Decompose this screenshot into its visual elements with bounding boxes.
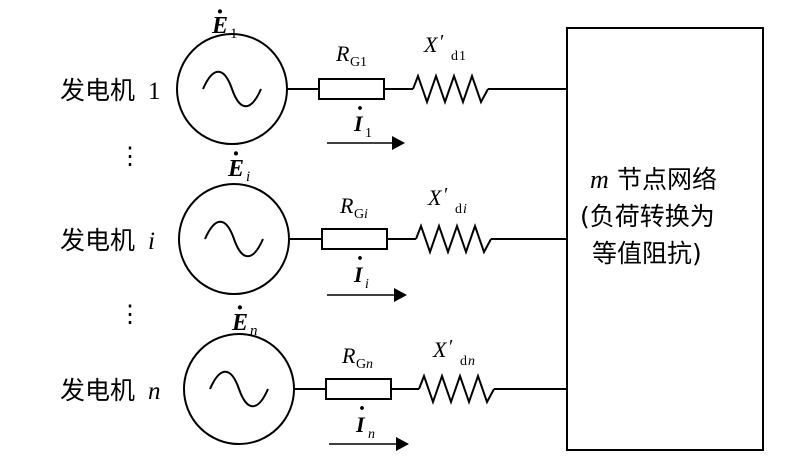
sine-wave-icon-n bbox=[209, 370, 269, 408]
generator-index-n: n bbox=[148, 378, 161, 405]
network-rect bbox=[566, 27, 764, 451]
generator-index-1: 1 bbox=[148, 78, 161, 105]
current-symbol-i: I bbox=[353, 262, 364, 287]
generator-row-n: · E n 发电机 n R G n X ′ d n · I n bbox=[60, 293, 567, 451]
resistor-sub-idx-n: n bbox=[366, 357, 373, 372]
generator-label-n: 发电机 bbox=[60, 376, 135, 405]
network-line2: (负荷转换为 bbox=[580, 202, 715, 231]
resistor-sub-main-n: G bbox=[356, 357, 366, 372]
reactance-symbol-n: X bbox=[432, 337, 448, 362]
reactance-zigzag-i bbox=[415, 222, 492, 256]
current-sub-n: n bbox=[368, 427, 375, 442]
resistor-sub-idx-i: i bbox=[364, 207, 368, 222]
sine-wave-icon-1 bbox=[202, 70, 262, 108]
generator-row-1: · E 1 发电机 1 R G 1 X ′ d 1 · I 1 bbox=[60, 0, 567, 150]
current-arrow-head-n bbox=[396, 437, 409, 451]
current-dot-i: · bbox=[356, 246, 364, 272]
resistor-i bbox=[321, 228, 388, 250]
reactance-prime-1: ′ bbox=[440, 31, 444, 53]
emf-symbol-1: E bbox=[211, 13, 228, 39]
generator-label-i: 发电机 bbox=[60, 226, 135, 255]
resistor-symbol-n: R bbox=[341, 343, 356, 368]
current-sub-i: i bbox=[365, 277, 369, 292]
emf-dot-1: · bbox=[216, 0, 225, 26]
reactance-sub-main-n: d bbox=[460, 354, 467, 369]
reactance-zigzag-n bbox=[418, 372, 495, 406]
ellipsis-1: ⋮ bbox=[118, 144, 142, 170]
resistor-sub-main-1: G bbox=[350, 55, 360, 70]
current-dot-1: · bbox=[356, 96, 364, 122]
emf-sub-i: i bbox=[246, 169, 250, 185]
network-var: m bbox=[590, 165, 609, 194]
resistor-1 bbox=[318, 78, 385, 100]
generator-row-i: · E i 发电机 i R G i X ′ d i · I i bbox=[60, 139, 567, 302]
current-arrow-head-i bbox=[394, 288, 407, 302]
resistor-symbol-1: R bbox=[335, 41, 350, 66]
resistor-symbol-i: R bbox=[339, 193, 354, 218]
current-dot-n: · bbox=[358, 396, 366, 422]
reactance-prime-i: ′ bbox=[444, 184, 448, 206]
current-symbol-1: I bbox=[353, 111, 364, 136]
reactance-sub-idx-1: 1 bbox=[459, 49, 466, 64]
reactance-sub-main-1: d bbox=[451, 49, 458, 64]
reactance-sub-idx-i: i bbox=[463, 202, 467, 217]
ellipsis-2: ⋮ bbox=[118, 302, 142, 328]
emf-symbol-i: E bbox=[227, 156, 244, 182]
reactance-sub-main-i: d bbox=[455, 202, 462, 217]
current-symbol-n: I bbox=[355, 412, 366, 437]
reactance-symbol-i: X bbox=[427, 185, 443, 210]
network-line1: 节点网络 bbox=[617, 165, 717, 194]
sine-wave-icon-i bbox=[204, 220, 264, 258]
current-sub-1: 1 bbox=[365, 126, 372, 141]
emf-symbol-n: E bbox=[231, 310, 248, 336]
current-arrow-head-1 bbox=[392, 136, 405, 150]
generator-label-1: 发电机 bbox=[60, 76, 135, 105]
reactance-sub-idx-n: n bbox=[468, 354, 475, 369]
resistor-sub-main-i: G bbox=[354, 207, 364, 222]
network-line3: 等值阻抗) bbox=[592, 239, 702, 268]
resistor-sub-idx-1: 1 bbox=[360, 55, 367, 70]
reactance-symbol-1: X bbox=[423, 32, 439, 57]
reactance-prime-n: ′ bbox=[449, 336, 453, 358]
reactance-zigzag-1 bbox=[412, 72, 489, 106]
network-box: m 节点网络 (负荷转换为 等值阻抗) bbox=[566, 27, 764, 451]
emf-dot-i: · bbox=[232, 139, 241, 168]
emf-sub-n: n bbox=[250, 323, 258, 339]
emf-dot-n: · bbox=[236, 293, 245, 322]
generator-index-i: i bbox=[148, 228, 155, 255]
